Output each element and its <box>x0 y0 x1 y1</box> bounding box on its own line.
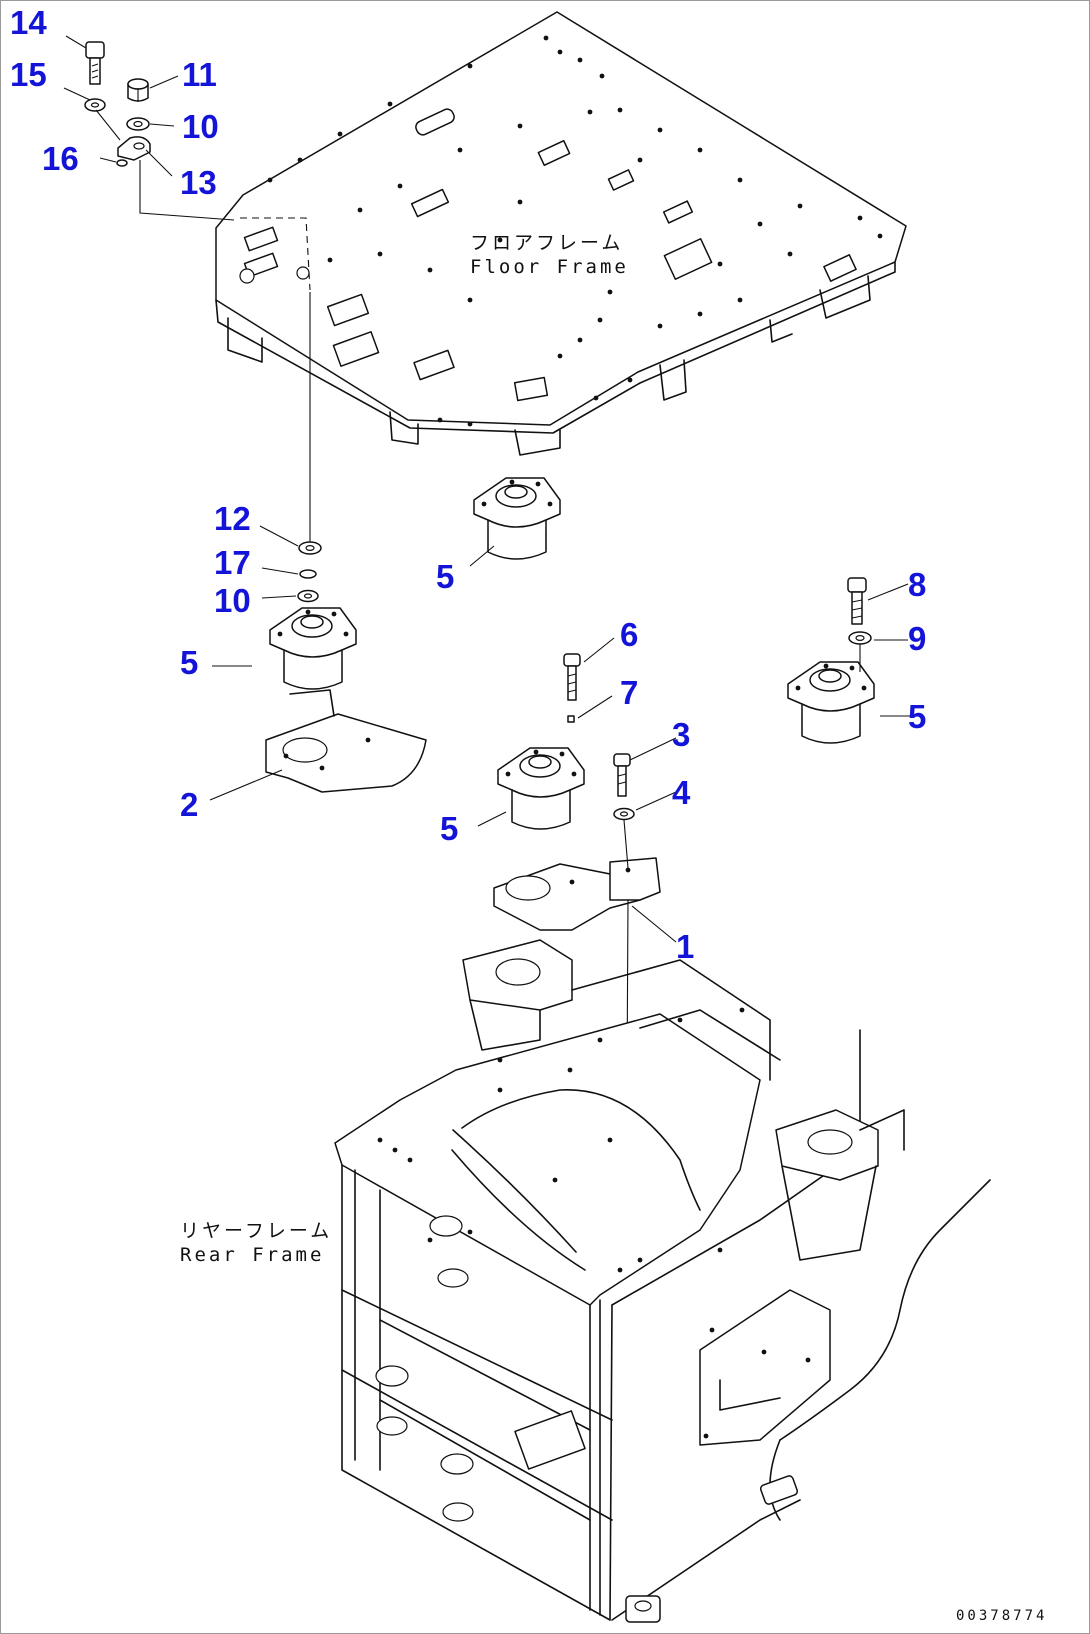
callout-15[interactable]: 15 <box>10 56 47 93</box>
callout-14[interactable]: 14 <box>10 4 47 41</box>
callout-17[interactable]: 17 <box>214 544 251 581</box>
top-left-hardware <box>84 41 235 221</box>
rear-frame-label-jp: リヤーフレーム <box>180 1220 333 1242</box>
rear-frame-label: リヤーフレーム Rear Frame <box>180 1220 332 1268</box>
drawing-number: 00378774 <box>956 1608 1048 1624</box>
bolt-6-group <box>563 653 581 723</box>
callout-5-left[interactable]: 5 <box>180 644 199 681</box>
floor-frame-label: フロアフレーム Floor Frame <box>470 232 629 280</box>
mid-left-stack <box>297 292 322 603</box>
callout-11[interactable]: 11 <box>182 56 217 93</box>
floor-frame-label-jp: フロアフレーム <box>470 232 624 254</box>
callout-1[interactable]: 1 <box>676 928 695 965</box>
callout-2[interactable]: 2 <box>180 786 199 823</box>
rear-frame-drawing <box>334 939 991 1623</box>
bolt-8-group <box>847 577 872 672</box>
callout-16[interactable]: 16 <box>42 140 79 177</box>
callout-4[interactable]: 4 <box>672 774 691 811</box>
callout-10-top[interactable]: 10 <box>182 108 219 145</box>
mount-right <box>787 661 875 744</box>
callout-12[interactable]: 12 <box>214 500 251 537</box>
callout-8[interactable]: 8 <box>908 566 927 603</box>
rear-frame-label-en: Rear Frame <box>180 1243 325 1266</box>
mount-center-top <box>473 477 561 560</box>
callout-5-center[interactable]: 5 <box>440 810 459 847</box>
mount-center <box>497 747 585 830</box>
mount-left <box>269 607 357 690</box>
callout-5-top-center[interactable]: 5 <box>436 558 455 595</box>
callout-5-right[interactable]: 5 <box>908 698 927 735</box>
callout-13[interactable]: 13 <box>180 164 217 201</box>
bracket-2 <box>265 689 427 793</box>
callout-10-mid[interactable]: 10 <box>214 582 251 619</box>
floor-frame-label-en: Floor Frame <box>470 255 629 278</box>
callout-3[interactable]: 3 <box>672 716 691 753</box>
callout-7[interactable]: 7 <box>620 674 639 711</box>
leader-lines <box>63 35 910 943</box>
callout-9[interactable]: 9 <box>908 620 927 657</box>
floor-frame-drawing <box>215 11 907 456</box>
bracket-1 <box>493 857 661 931</box>
callout-6[interactable]: 6 <box>620 616 639 653</box>
